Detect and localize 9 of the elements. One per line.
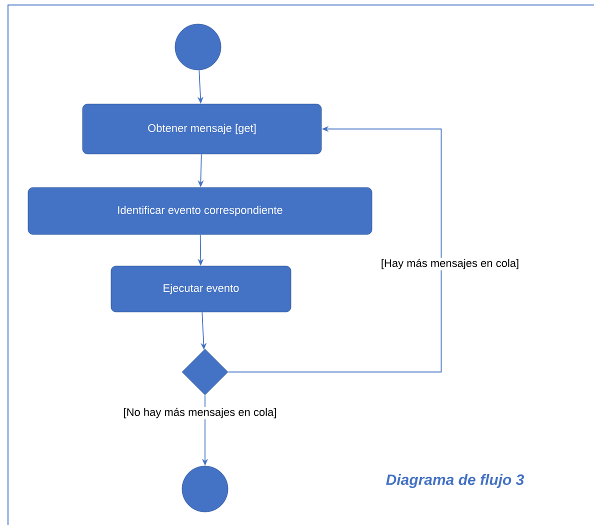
edge-label: [Hay más mensajes en cola] <box>380 258 520 270</box>
decision-diamond <box>182 348 228 396</box>
caption: Diagrama de flujo 3 <box>386 474 524 488</box>
circle-node <box>174 24 222 70</box>
edge-label: [No hay más mensajes en cola] <box>122 406 278 420</box>
process-box: Ejecutar evento <box>110 266 292 312</box>
circle-node <box>182 466 228 512</box>
process-box: Obtener mensaje [get] <box>82 104 322 154</box>
process-box: Identificar evento correspondiente <box>28 187 372 235</box>
